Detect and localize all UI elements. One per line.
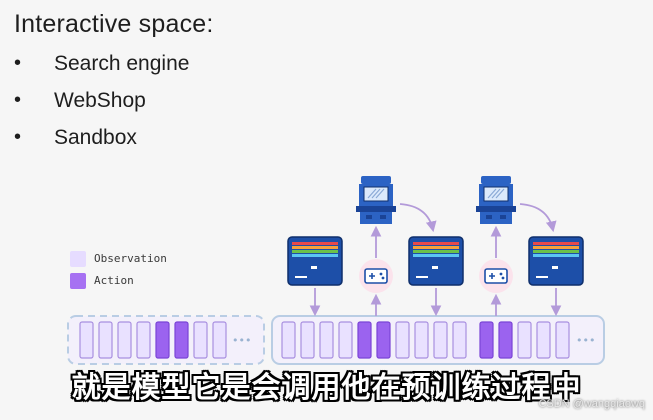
observation-token [414,321,429,359]
arrow-arcade-to-screen [399,203,437,233]
observation-token [536,321,551,359]
game-screen-icon [287,236,343,286]
observation-token [212,321,227,359]
flow-arrows [309,203,562,317]
observation-token [555,321,570,359]
gamepad-icon [358,258,394,294]
action-token [155,321,170,359]
game-screen-icon [408,236,464,286]
legend-action-label: Action [94,274,134,287]
observation-token [395,321,410,359]
action-token [174,321,189,359]
observation-token [433,321,448,359]
bullet-dot: • [14,126,22,148]
action-token [479,321,494,359]
observation-token [338,321,353,359]
gamepad-icon [478,258,514,294]
active-ellipsis: ••• [576,334,595,347]
observation-token [136,321,151,359]
history-ellipsis: ••• [232,334,251,347]
bullet-text: WebShop [54,89,146,112]
action-token [357,321,372,359]
observation-token [281,321,296,359]
observation-token [517,321,532,359]
observation-token [98,321,113,359]
legend-action-swatch [70,273,86,289]
action-token [376,321,391,359]
observation-token [117,321,132,359]
observation-token [79,321,94,359]
legend-observation-label: Observation [94,252,167,265]
bullet-dot: • [14,52,22,74]
arrow-arcade-to-screen [519,203,557,233]
history-sequence-tokens [79,321,227,359]
arcade-machine-icon [476,176,516,224]
legend-observation-swatch [70,251,86,267]
observation-token [300,321,315,359]
bullet-dot: • [14,89,22,111]
bullet-text: Search engine [54,52,190,75]
page-title: Interactive space: [14,10,214,38]
active-sequence-tokens [281,321,570,359]
observation-token [452,321,467,359]
video-subtitle: 就是模型它是会调用他在预训练过程中 [71,370,582,404]
observation-token [319,321,334,359]
game-screen-icon [528,236,584,286]
arcade-machine-icon [356,176,396,224]
action-token [498,321,513,359]
observation-token [193,321,208,359]
bullet-text: Sandbox [54,126,137,149]
watermark: CSDN @wangqiaowq [538,398,645,410]
